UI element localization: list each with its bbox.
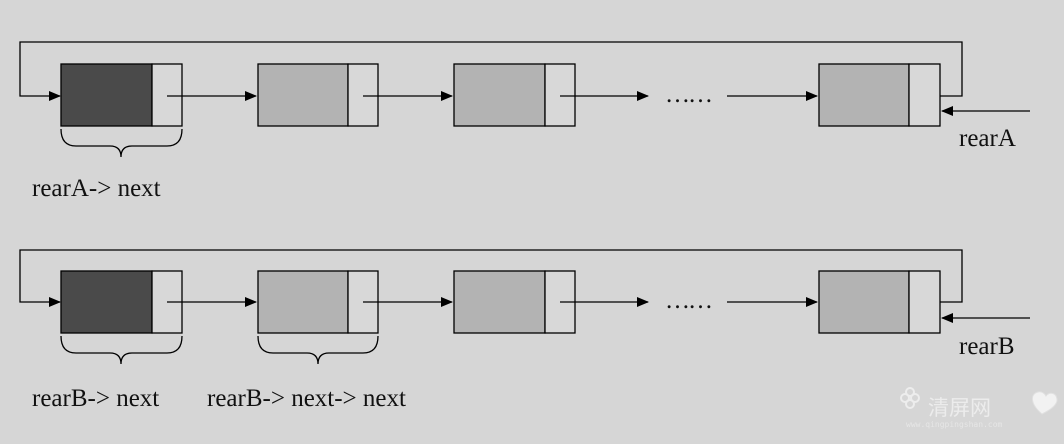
node-data-field — [818, 63, 910, 127]
node-pointer-field — [151, 63, 183, 127]
rear-b-next-label: rearB-> next — [32, 385, 160, 412]
rear-a-next-label: rearA-> next — [32, 175, 161, 202]
list-b — [19, 249, 1030, 365]
list-a — [19, 41, 1030, 158]
watermark-text: 清屏网 — [928, 396, 991, 420]
list-a-head-node — [60, 63, 183, 127]
node-data-field — [453, 270, 546, 334]
list-b-ellipsis: …… — [665, 287, 713, 314]
rear-b-next-next-label: rearB-> next-> next — [207, 385, 406, 412]
rear-b-next-brace — [60, 335, 183, 365]
node-pointer-field — [908, 270, 941, 334]
list-b-head-node — [60, 270, 183, 334]
watermark-url: www.qingpingshan.com — [906, 420, 1003, 429]
list-b-circular-link — [19, 249, 963, 307]
node-data-field — [818, 270, 910, 334]
node-data-field — [60, 270, 153, 334]
node-data-field — [453, 63, 546, 127]
node-pointer-field — [544, 63, 576, 127]
watermark-heart-icon — [1032, 391, 1058, 415]
list-b-tail-node — [818, 270, 941, 334]
list-a-node — [453, 63, 576, 127]
node-data-field — [257, 63, 349, 127]
rear-a-label: rearA — [959, 125, 1016, 152]
list-b-node — [257, 270, 379, 334]
list-a-tail-node — [818, 63, 941, 127]
node-pointer-field — [347, 63, 379, 127]
watermark-flower-icon — [900, 387, 920, 409]
rear-a-next-brace — [60, 128, 183, 158]
node-pointer-field — [908, 63, 941, 127]
rear-b-next-next-brace — [257, 335, 379, 365]
list-a-ellipsis: …… — [665, 81, 713, 108]
list-a-node — [257, 63, 379, 127]
list-b-node — [453, 270, 576, 334]
node-data-field — [257, 270, 349, 334]
list-a-circular-link — [19, 41, 963, 101]
rear-b-label: rearB — [959, 333, 1015, 360]
node-data-field — [60, 63, 153, 127]
